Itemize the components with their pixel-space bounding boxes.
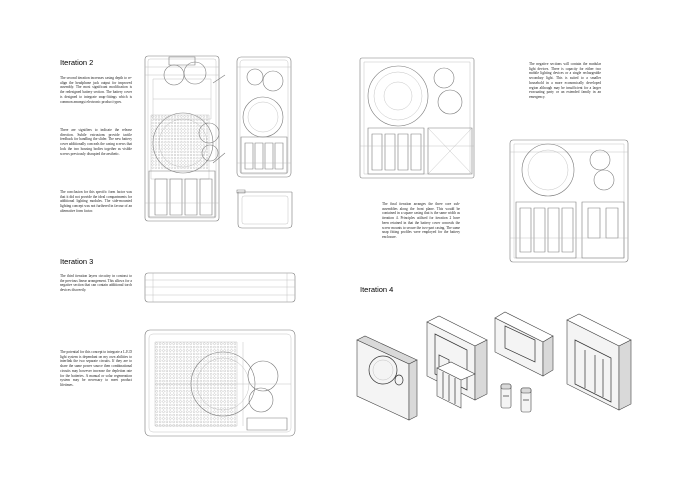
iteration-3-paragraph-1: The third iteration layers circuitry in …: [60, 274, 132, 293]
final-iteration-front-drawing: [358, 56, 478, 180]
iteration-3-side-view-drawing: [143, 271, 298, 305]
battery-cover-drawing: [236, 188, 294, 230]
torch-capsule-parts: [501, 384, 531, 412]
iteration-3-paragraph-2: The potential for this concept to integr…: [60, 350, 132, 387]
iteration-2-front-view-drawing: [143, 53, 225, 225]
speaker-grille-pattern: [156, 343, 236, 427]
iteration-2-paragraph-1: The second iteration increases casing de…: [60, 76, 132, 104]
iteration-2-rear-view-drawing: [235, 55, 295, 180]
front-panel-part: [357, 336, 417, 420]
battery-cover-clip-drawing: [237, 190, 295, 200]
final-iteration-paragraph-1: The negative sections will contain the m…: [529, 62, 601, 99]
iteration-2-paragraph-3: The conclusion for this specific form fa…: [60, 190, 132, 213]
final-iteration-paragraph-2: The final iteration arranges the three c…: [382, 202, 460, 239]
battery-module-part: [437, 362, 475, 408]
final-iteration-internal-drawing: [508, 138, 633, 266]
iteration-2-paragraph-2: There are signifiers to indicate the rel…: [60, 128, 132, 156]
heading-iteration-4: Iteration 4: [360, 285, 394, 294]
rear-casing-part: [495, 312, 553, 376]
iteration-3-front-view-drawing: [143, 328, 300, 440]
speaker-grille-pattern: [152, 116, 208, 169]
heading-iteration-2: Iteration 2: [60, 58, 94, 67]
iteration-4-exploded-view-drawing: [355, 300, 645, 425]
assembled-unit-part: [567, 314, 631, 410]
heading-iteration-3: Iteration 3: [60, 257, 94, 266]
